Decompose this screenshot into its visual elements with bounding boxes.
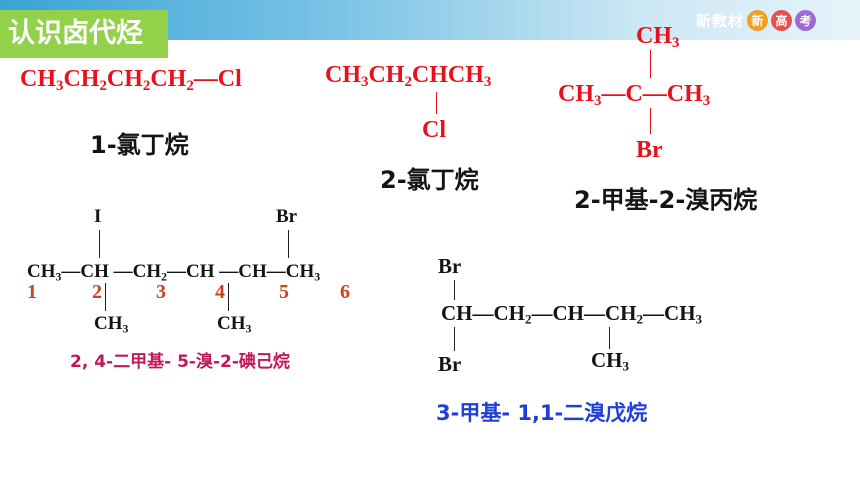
bond-methyl-pentane [609,327,610,349]
bond-br-top [454,280,455,300]
formula-pentane-chain: CH—CH2—CH—CH2—CH3 [441,301,703,327]
methyl-pentane: CH3 [591,348,630,374]
bond-2-chlorobutane [436,92,437,114]
name-pentane: 3-甲基- 1,1-二溴戊烷 [436,401,648,425]
substituent-cl: Cl [422,117,446,143]
formula-1-chlorobutane: CH3CH2CH2CH2—Cl [20,66,242,95]
brand-logo: 新教材 新 高 考 [696,8,817,32]
substituent-i: I [94,206,102,227]
carbon-number-1: 1 [27,281,37,303]
formula-2-chlorobutane: CH3CH2CHCH3 [325,62,492,91]
name-1-chlorobutane: 1-氯丁烷 [90,131,189,159]
bond-i [99,230,100,258]
bond-bottom [650,108,651,134]
name-2-chlorobutane: 2-氯丁烷 [380,166,479,194]
methyl-2: CH3 [217,313,252,336]
methyl-1: CH3 [94,313,129,336]
brand-circle-2: 高 [771,9,793,31]
carbon-number-2: 2 [92,281,102,303]
brand-circle-1: 新 [747,9,769,31]
name-hexane: 2, 4-二甲基- 5-溴-2-碘己烷 [70,352,290,372]
carbon-number-5: 5 [279,281,289,303]
brand-text: 新教材 [696,11,745,30]
bond-methyl-2 [228,283,229,311]
name-bromopropane: 2-甲基-2-溴丙烷 [574,186,758,214]
bond-top [650,50,651,78]
bond-br-bottom [454,327,455,351]
substituent-br-bottom: Br [438,352,462,376]
bond-br-hexane [288,230,289,258]
substituent-br-hexane: Br [276,206,298,227]
formula-hexane-chain: CH3—CH —CH2—CH —CH—CH3 [27,261,321,284]
substituent-br-top: Br [438,254,462,278]
carbon-number-4: 4 [215,281,225,303]
substituent-br: Br [636,137,663,163]
bond-methyl-1 [105,283,106,311]
formula-bromopropane-middle: CH3—C—CH3 [558,81,711,110]
slide-title: 认识卤代烃 [0,10,168,58]
carbon-number-3: 3 [156,281,166,303]
carbon-number-6: 6 [340,281,350,303]
top-methyl: CH3 [636,23,680,52]
brand-circle-3: 考 [795,9,817,31]
